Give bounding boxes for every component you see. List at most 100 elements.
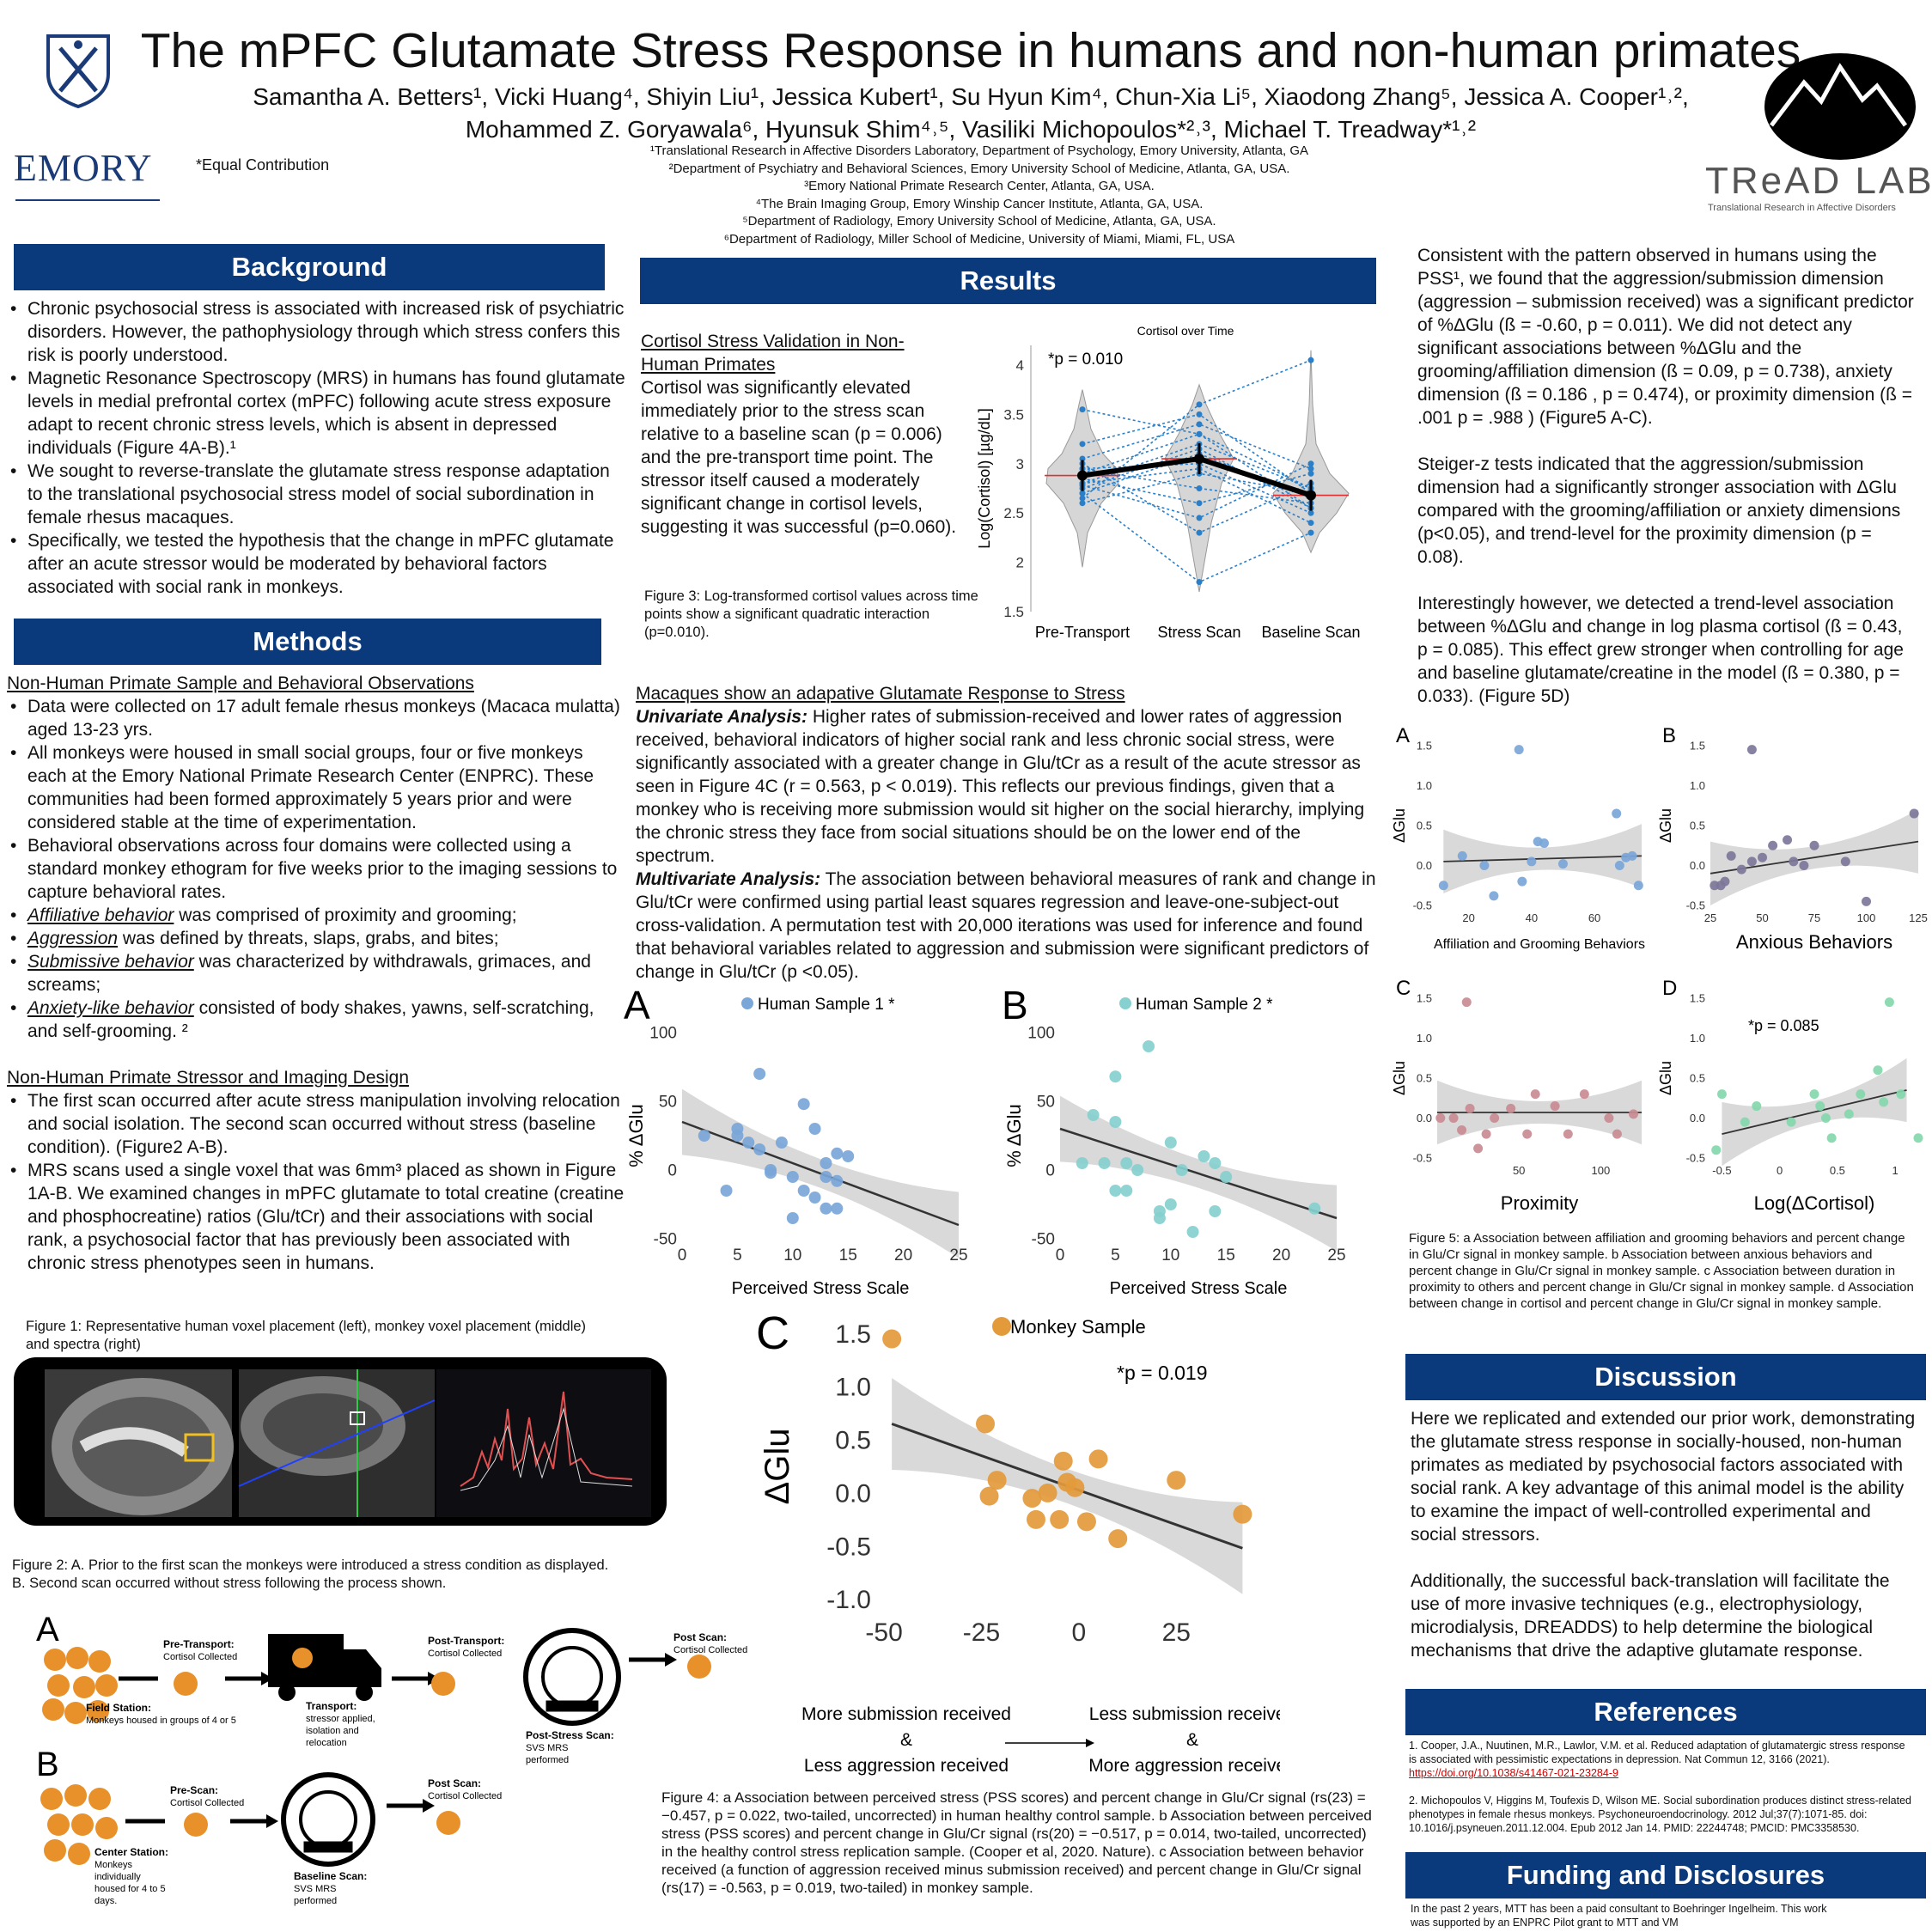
data-point [1108,1529,1128,1549]
data-point [1789,856,1799,867]
discussion-paragraph-2: Additionally, the successful back-transl… [1411,1571,1890,1661]
regression-line [1443,855,1643,862]
figure-3-caption: Figure 3: Log-transformed cortisol value… [644,588,978,640]
reference-1-link[interactable]: https://doi.org/10.1038/s41467-021-23284… [1409,1767,1618,1779]
affiliation-6: ⁶Department of Radiology, Miller School … [723,231,1235,247]
figure-3-cortisol-chart: Cortisol over Time*p = 0.0101.522.533.54… [976,324,1361,641]
y-tick-label: -0.5 [1413,899,1432,912]
x-axis-right-label: More aggression received [1088,1756,1280,1776]
y-axis-label: % ΔGlu [1003,1104,1025,1167]
data-point [1088,1449,1108,1469]
data-point [1840,856,1850,867]
data-point [1736,864,1746,875]
violin-shape [1272,350,1350,554]
y-tick-label: 2.5 [1003,505,1024,521]
y-tick-label: 0.5 [1690,820,1705,832]
y-tick-label: 0.5 [1690,1072,1705,1085]
data-point [1435,1113,1446,1123]
methods-bullet-6: Submissive behavior was characterized by… [7,950,625,996]
data-point [1514,745,1524,755]
y-axis-label: ΔGlu [759,1429,796,1505]
y-tick-label: 0.0 [1690,1112,1705,1124]
direction-arrow-head [1086,1739,1094,1747]
y-tick-label: -0.5 [1686,899,1705,912]
univariate-text: Univariate Analysis: Higher rates of sub… [636,707,1365,866]
monkey-icon [687,1655,711,1679]
x-tick-label: Stress Scan [1157,624,1240,641]
y-tick-label: 0.5 [1417,820,1432,832]
data-point [820,1171,832,1183]
affiliation-4: ⁴The Brain Imaging Group, Emory Winship … [755,196,1204,211]
monkey-icon [436,1811,460,1835]
svg-text:individually: individually [94,1872,141,1882]
data-point [831,1202,844,1215]
panel-label: B [1662,724,1676,747]
x-tick-label: 10 [783,1246,801,1265]
methods-heading: Methods [14,619,601,665]
data-point [1530,1089,1540,1100]
x-tick-label: 15 [839,1246,857,1265]
subject-point [1079,490,1086,497]
svg-text:Cortisol Collected: Cortisol Collected [170,1798,244,1808]
data-point [1517,876,1527,887]
y-tick-label: 100 [649,1025,677,1043]
data-point [1752,1101,1762,1112]
data-point [742,1137,755,1149]
subject-line [1082,448,1312,509]
svg-text:Pre-Transport:: Pre-Transport: [163,1638,235,1650]
right-paragraph-3: Interestingly however, we detected a tre… [1417,594,1904,706]
y-tick-label: 1.0 [1690,1032,1705,1045]
affiliations: ¹Translational Research in Affective Dis… [550,143,1409,248]
subject-point [1196,401,1203,408]
panel-label: D [1662,977,1677,1000]
subject-point [1307,520,1314,527]
monkey-icon [184,1813,208,1837]
data-point [1896,1089,1906,1100]
data-point [786,1171,799,1183]
reference-2: 2. Michopoulos V, Higgins M, Toufexis D,… [1409,1795,1911,1834]
svg-text:relocation: relocation [306,1738,347,1748]
y-tick-label: 50 [1037,1094,1055,1112]
equal-contribution-note: *Equal Contribution [196,156,330,174]
data-point [1716,1089,1727,1100]
y-tick-label: -0.5 [826,1533,871,1561]
data-point [1438,881,1448,891]
data-point [1473,1143,1484,1154]
svg-text:SVS MRS: SVS MRS [294,1884,337,1894]
data-point [1809,1089,1819,1100]
subject-point [1196,430,1203,437]
data-point [1820,1113,1831,1123]
x-tick-label: 40 [1526,911,1538,924]
svg-text:Post-Transport:: Post-Transport: [428,1635,504,1647]
methods-sample-list: Data were collected on 17 adult female r… [7,695,625,1043]
data-point [1198,1150,1210,1162]
subject-point [1196,579,1203,586]
data-point [1720,876,1730,887]
x-tick-label: 125 [1909,911,1928,924]
regression-line [1722,1089,1907,1135]
data-point [1884,997,1894,1008]
data-point [797,1185,810,1197]
data-point [1465,1103,1475,1113]
data-point [1550,1101,1560,1112]
data-point [1131,1164,1144,1176]
y-tick-label: -1.0 [826,1586,871,1614]
x-axis-left-label: More submission received [801,1704,1011,1724]
y-axis-label: % ΔGlu [625,1104,647,1167]
svg-text:Pre-Scan:: Pre-Scan: [170,1784,218,1796]
data-point [1481,1129,1491,1139]
svg-text:isolation and: isolation and [306,1726,359,1736]
data-point [1726,850,1736,861]
mri-scanner-icon [523,1628,621,1726]
legend-label: Monkey Sample [1010,1316,1146,1338]
x-axis-right-label: Less submission received [1089,1704,1280,1724]
data-point [1612,1129,1622,1139]
data-point [1153,1212,1166,1224]
x-tick-label: 100 [1857,911,1876,924]
x-tick-label: -50 [865,1618,902,1647]
subject-point [1196,529,1203,536]
data-point [1457,1124,1467,1135]
x-axis-label: Affiliation and Grooming Behaviors [1434,937,1645,952]
svg-text:performed: performed [526,1755,569,1765]
